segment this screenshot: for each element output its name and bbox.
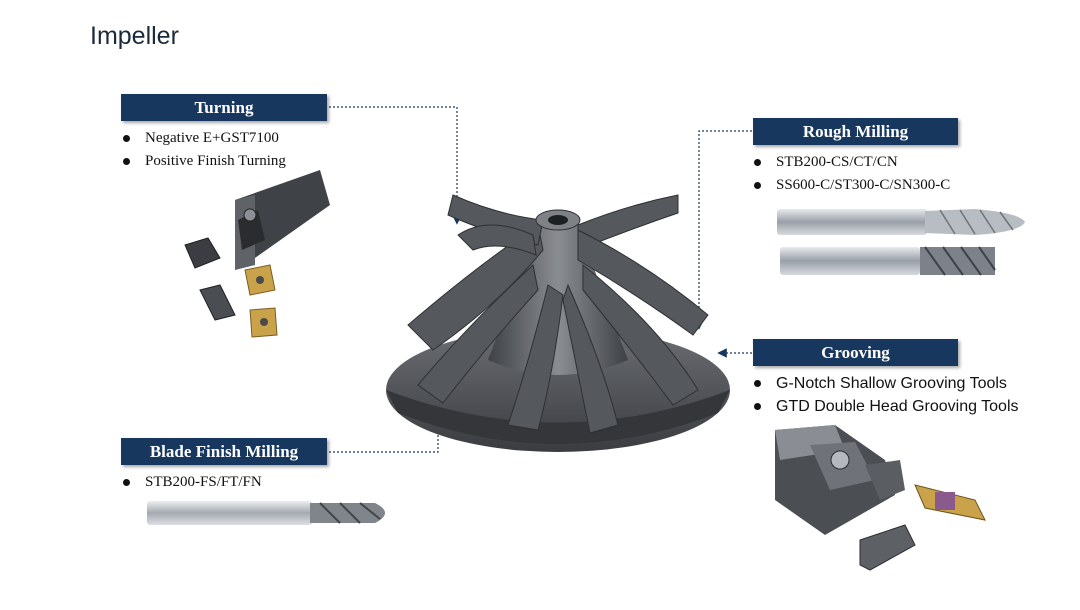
blade-finish-milling-header: Blade Finish Milling <box>121 438 327 465</box>
list-item: STB200-CS/CT/CN <box>752 151 950 174</box>
turning-header: Turning <box>121 94 327 121</box>
rough-milling-list: STB200-CS/CT/CN SS600-C/ST300-C/SN300-C <box>752 151 950 197</box>
turning-list: Negative E+GST7100 Positive Finish Turni… <box>121 127 286 173</box>
list-item: Positive Finish Turning <box>121 150 286 173</box>
rough-milling-header: Rough Milling <box>753 118 958 145</box>
list-item: SS600-C/ST300-C/SN300-C <box>752 174 950 197</box>
rough-milling-connector <box>694 130 752 330</box>
list-item: STB200-FS/FT/FN <box>121 471 262 494</box>
blade-finish-connector <box>329 409 443 453</box>
grooving-header: Grooving <box>753 339 958 366</box>
list-item: G-Notch Shallow Grooving Tools <box>752 372 1019 395</box>
grooving-list: G-Notch Shallow Grooving Tools GTD Doubl… <box>752 372 1019 418</box>
list-item: GTD Double Head Grooving Tools <box>752 395 1019 418</box>
grooving-tool-image <box>775 425 986 571</box>
list-item: Negative E+GST7100 <box>121 127 286 150</box>
impeller-image <box>386 194 730 452</box>
page-title: Impeller <box>90 22 179 50</box>
rough-endmill-image <box>777 209 1025 276</box>
turning-tool-image <box>184 170 330 338</box>
turning-connector <box>329 106 462 225</box>
blade-finish-milling-list: STB200-FS/FT/FN <box>121 471 262 494</box>
ballnose-endmill-image <box>147 501 385 525</box>
